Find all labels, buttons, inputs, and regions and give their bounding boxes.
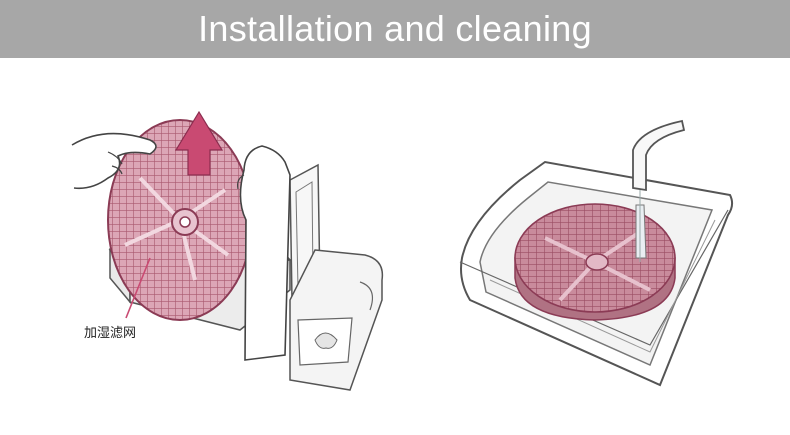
- hand-icon: [71, 132, 291, 361]
- water-faucet-icon: [632, 119, 686, 262]
- illustration-canvas: [71, 110, 734, 391]
- header-banner: Installation and cleaning: [0, 0, 790, 58]
- up-arrow-icon: [174, 110, 224, 176]
- filter-soaking-icon: [514, 203, 676, 321]
- right-illustration: [459, 119, 734, 387]
- page-title: Installation and cleaning: [198, 8, 592, 49]
- filter-callout-label: 加湿滤网: [84, 326, 137, 341]
- callout-line: [125, 257, 151, 319]
- left-illustration: [71, 110, 384, 391]
- humidifier-filter-icon: [107, 119, 253, 321]
